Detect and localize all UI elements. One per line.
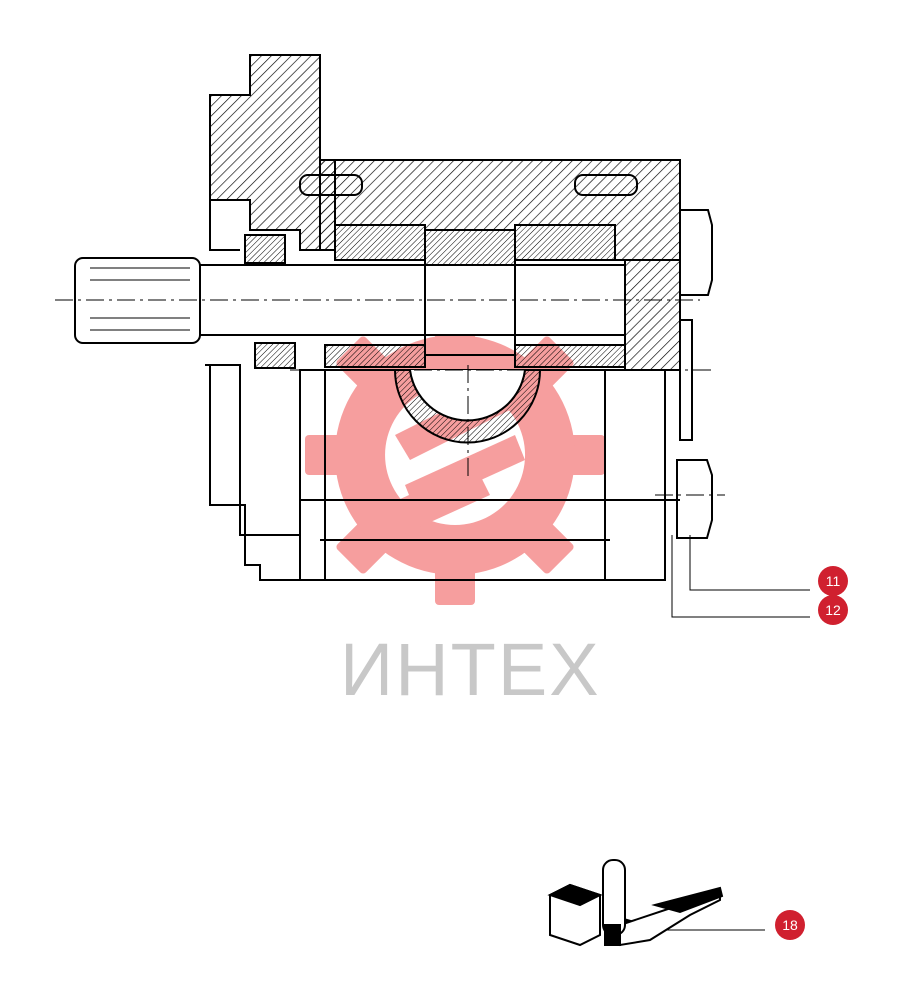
callout-11[interactable]: 11 xyxy=(818,566,848,596)
callout-18-badge[interactable] xyxy=(775,910,805,940)
shaft-seal-upper xyxy=(244,234,286,264)
dowel-pin-left xyxy=(299,174,363,196)
callout-11-label: 11 xyxy=(826,573,841,589)
key-part-18 xyxy=(547,859,724,947)
upper-bushing xyxy=(334,224,426,261)
mounting-flange xyxy=(209,54,336,251)
pump-cross-section xyxy=(55,54,725,581)
callout-12-label: 12 xyxy=(825,602,841,618)
lower-bushing xyxy=(324,344,426,368)
bolt-lower xyxy=(676,459,713,539)
dowel-pin-right xyxy=(574,174,638,196)
callout-18-label: 18 xyxy=(782,917,798,933)
callout-18[interactable]: 18 xyxy=(775,910,805,940)
watermark-text: ИНТЕХ xyxy=(340,628,601,711)
shaft-seal-lower xyxy=(254,342,296,369)
rear-plate xyxy=(679,319,693,441)
callout-12[interactable]: 12 xyxy=(818,595,848,625)
callout-12-badge[interactable] xyxy=(818,595,848,625)
leader-lines xyxy=(650,535,810,931)
splined-shaft-end xyxy=(74,257,201,344)
callout-11-badge[interactable] xyxy=(818,566,848,596)
bolt-upper xyxy=(679,209,713,296)
